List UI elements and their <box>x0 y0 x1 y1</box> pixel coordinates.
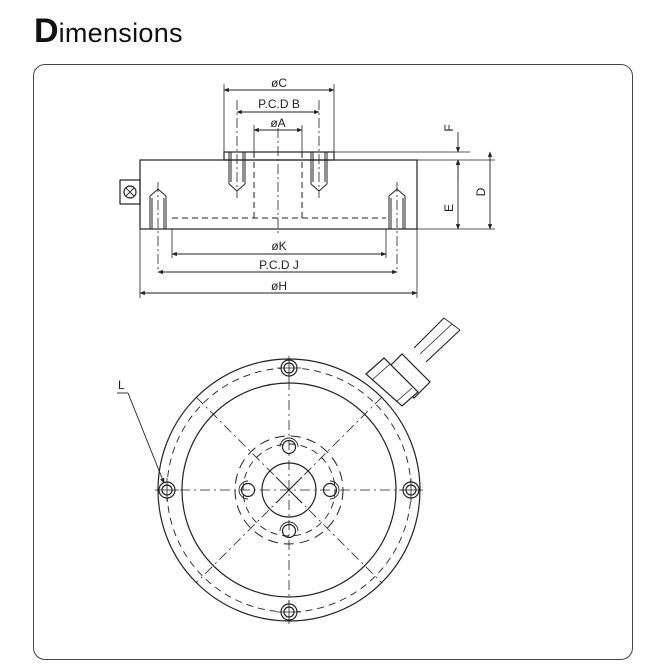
outer-hole-top <box>277 356 301 380</box>
bottom-hole-right <box>388 188 406 229</box>
connector-block <box>119 179 141 205</box>
hidden-lines <box>172 152 386 219</box>
label-dia-h: øH <box>271 279 287 293</box>
label-dia-a: øA <box>270 116 285 130</box>
side-body <box>139 159 418 230</box>
outer-hole-left <box>155 478 179 502</box>
side-view: øC P.C.D B øA øK P.C.D J øH F E D <box>119 76 495 298</box>
label-pcd-b: P.C.D B <box>258 97 300 111</box>
label-dia-k: øK <box>271 239 286 253</box>
outer-hole-bottom <box>277 600 301 624</box>
inner-hole-top <box>279 437 299 455</box>
label-e: E <box>442 204 456 212</box>
side-boss <box>223 151 335 161</box>
inner-hole-bottom <box>279 521 299 539</box>
title-rest: imensions <box>58 18 183 48</box>
page-title: Dimensions <box>34 14 183 48</box>
label-l: L <box>118 378 125 392</box>
drawing-frame <box>33 64 633 660</box>
extension-lines <box>139 84 495 298</box>
cable <box>413 317 461 363</box>
label-pcd-j: P.C.D J <box>259 258 299 272</box>
label-d: D <box>474 187 488 196</box>
top-view: L <box>117 317 461 624</box>
label-f: F <box>442 124 456 131</box>
dimension-lines <box>139 87 493 296</box>
inner-hole-right <box>322 480 340 500</box>
outer-hole-right <box>399 478 423 502</box>
title-first-letter: D <box>34 12 59 50</box>
cable-gland <box>365 353 431 407</box>
inner-hole-left <box>238 480 256 500</box>
label-dia-c: øC <box>271 76 287 90</box>
connector-circle <box>123 185 137 199</box>
center-lines <box>157 100 398 270</box>
leader-l <box>117 392 165 484</box>
